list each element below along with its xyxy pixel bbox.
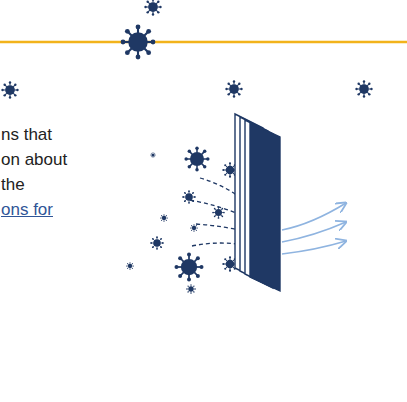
virus-icon [144, 0, 161, 16]
link-text: ons for [1, 199, 53, 221]
virus-icon [1, 81, 18, 98]
clean-air-arrows [282, 203, 346, 254]
virus-icon [225, 80, 242, 97]
virus-icon [355, 80, 372, 97]
body-text: the [1, 174, 25, 196]
incoming-viruses [126, 146, 238, 293]
virus-icon [121, 25, 156, 60]
divider-line [0, 41, 407, 44]
filter-layers [235, 114, 280, 291]
body-text: ns that [1, 124, 52, 146]
body-text: on about [1, 149, 67, 171]
